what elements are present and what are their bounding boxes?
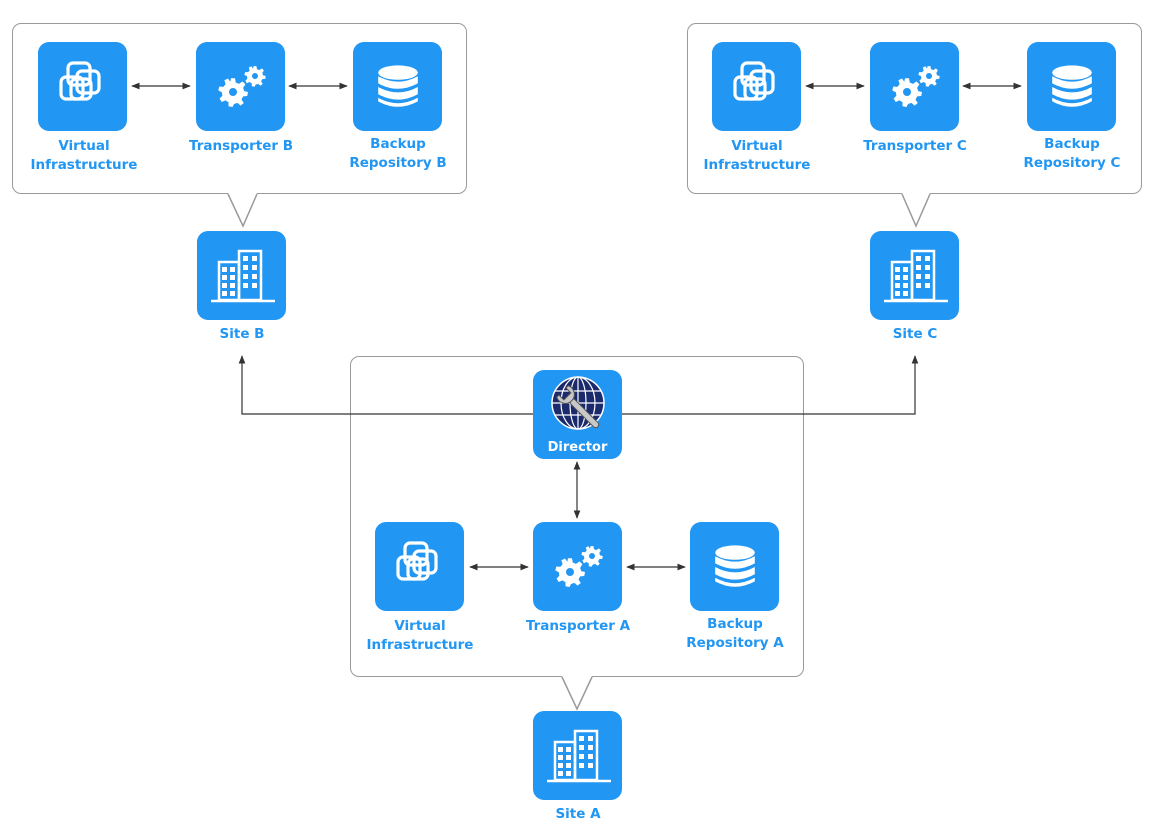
building-icon	[207, 246, 277, 306]
director-globe-wrench-icon	[550, 376, 605, 430]
director-label: Director	[547, 440, 608, 455]
building-icon	[880, 246, 950, 306]
gears-icon	[554, 545, 603, 587]
link-director-site-c	[622, 355, 919, 415]
transporter-a-label: Transporter A	[525, 618, 631, 634]
backup-repository-a-node[interactable]	[690, 522, 779, 611]
database-icon	[1051, 64, 1092, 107]
site-a-virtual-infrastructure-node[interactable]	[375, 522, 464, 611]
site-b-node[interactable]	[197, 231, 286, 320]
transporter-b-label: Transporter B	[189, 138, 293, 154]
site-a-label: Site A	[555, 806, 601, 822]
building-icon	[543, 726, 613, 786]
database-icon	[714, 544, 755, 587]
backup-repository-c-node[interactable]	[1027, 42, 1116, 131]
transporter-b-node[interactable]	[196, 42, 285, 131]
site-a-callout-tail	[561, 676, 593, 711]
link-director-site-b	[238, 355, 533, 415]
gears-icon	[891, 65, 940, 107]
director-node[interactable]: Director	[533, 370, 622, 459]
virtual-infrastructure-icon	[53, 57, 113, 117]
site-c-node[interactable]	[870, 231, 959, 320]
site-c-label: Site C	[892, 326, 938, 342]
backup-repository-b-node[interactable]	[353, 42, 442, 131]
transporter-c-node[interactable]	[870, 42, 959, 131]
transporter-a-node[interactable]	[533, 522, 622, 611]
gears-icon	[217, 65, 266, 107]
site-c-callout-tail	[901, 193, 931, 228]
site-b-virtual-infrastructure-node[interactable]	[38, 42, 127, 131]
virtual-infrastructure-icon	[727, 57, 787, 117]
site-b-label: Site B	[219, 326, 265, 342]
site-a-node[interactable]	[533, 711, 622, 800]
database-icon	[377, 64, 418, 107]
site-c-virtual-infrastructure-node[interactable]	[712, 42, 801, 131]
transporter-c-label: Transporter C	[863, 138, 967, 154]
site-b-callout-tail	[227, 193, 258, 228]
virtual-infrastructure-icon	[390, 537, 450, 597]
